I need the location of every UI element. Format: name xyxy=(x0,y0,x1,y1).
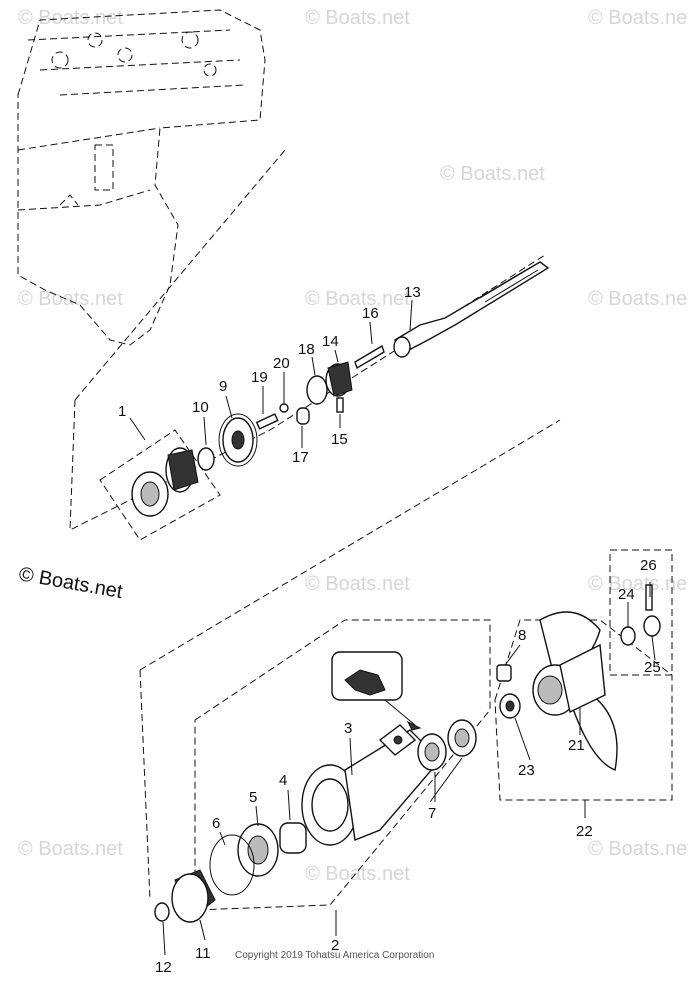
box-2 xyxy=(194,619,491,911)
watermark: © Boats.net xyxy=(440,163,545,185)
watermark: © Boats.net xyxy=(588,288,688,310)
watermark: © Boats.net xyxy=(588,838,688,860)
watermark: © Boats.net xyxy=(305,288,410,310)
callout-10: 10 xyxy=(192,399,209,416)
bearing-carrier xyxy=(301,724,441,846)
callout-22: 22 xyxy=(576,823,593,840)
guide-lines xyxy=(69,149,561,901)
callout-21: 21 xyxy=(568,737,585,754)
forward-gear-kit xyxy=(99,429,221,541)
brand-watermark: © Boats.net xyxy=(17,563,124,603)
callout-1: 1 xyxy=(118,403,126,420)
callout-6: 6 xyxy=(212,815,220,832)
shim-and-gear xyxy=(197,413,258,471)
callout-3: 3 xyxy=(344,720,352,737)
callout-7: 7 xyxy=(428,805,436,822)
box-24-26 xyxy=(609,549,673,676)
callout-16: 16 xyxy=(362,305,379,322)
gearcase-housing xyxy=(17,9,266,346)
propeller xyxy=(532,611,618,771)
watermark: © Boats.net xyxy=(588,573,688,595)
clutch-group xyxy=(255,344,385,430)
inset-detail xyxy=(331,651,422,731)
callouts: 1 2 3 4 5 6 7 8 9 10 11 12 13 14 15 16 1… xyxy=(118,284,661,976)
callout-5: 5 xyxy=(249,789,257,806)
bearing-group xyxy=(209,822,307,896)
callout-8: 8 xyxy=(518,627,526,644)
callout-14: 14 xyxy=(322,333,339,350)
callout-2: 2 xyxy=(331,937,339,954)
watermark: © Boats.net xyxy=(588,7,688,29)
callout-11: 11 xyxy=(195,945,211,962)
seals xyxy=(417,719,477,771)
callout-13: 13 xyxy=(404,284,421,301)
watermark-layer: © Boats.net © Boats.net © Boats.net © Bo… xyxy=(18,7,688,885)
spacer-and-washer xyxy=(496,664,521,719)
watermark: © Boats.net xyxy=(18,7,123,29)
reverse-gear xyxy=(154,869,216,923)
callout-17: 17 xyxy=(292,449,309,466)
propeller-shaft xyxy=(393,261,550,358)
watermark: © Boats.net xyxy=(305,7,410,29)
callout-23: 23 xyxy=(518,762,535,779)
callout-18: 18 xyxy=(298,341,315,358)
callout-20: 20 xyxy=(273,355,290,372)
callout-26: 26 xyxy=(640,557,657,574)
watermark: © Boats.net xyxy=(305,573,410,595)
callout-25: 25 xyxy=(644,659,661,676)
copyright-notice: Copyright 2019 Tohatsu America Corporati… xyxy=(235,950,434,961)
watermark: © Boats.net xyxy=(305,863,410,885)
callout-15: 15 xyxy=(331,431,348,448)
callout-9: 9 xyxy=(219,378,227,395)
callout-4: 4 xyxy=(279,772,287,789)
watermark: © Boats.net xyxy=(18,838,123,860)
callout-12: 12 xyxy=(155,959,172,976)
watermark: © Boats.net xyxy=(18,288,123,310)
callout-19: 19 xyxy=(251,369,268,386)
callout-24: 24 xyxy=(618,586,635,603)
leader-lines xyxy=(129,299,656,956)
